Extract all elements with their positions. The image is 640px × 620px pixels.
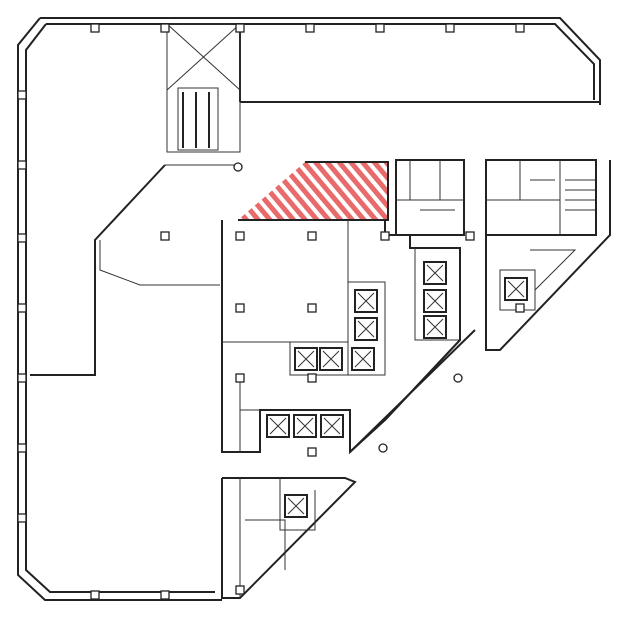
elevator-icon — [320, 414, 344, 438]
column-icon — [465, 231, 475, 241]
escalator-icon — [166, 23, 241, 153]
column-icon — [17, 513, 27, 523]
elevator-icon — [354, 317, 378, 341]
column-icon — [307, 303, 317, 313]
elevator-icon — [294, 347, 318, 371]
column-icon — [17, 90, 27, 100]
elevator-icon — [293, 414, 317, 438]
column-icon — [233, 162, 243, 172]
column-icon — [453, 373, 463, 383]
elevator-icon — [423, 289, 447, 313]
column-icon — [515, 23, 525, 33]
round-columns — [233, 162, 463, 453]
elevator-icon — [351, 347, 375, 371]
elevator-icon — [354, 289, 378, 313]
elevator-icon — [423, 261, 447, 285]
column-icon — [378, 443, 388, 453]
column-icon — [160, 23, 170, 33]
elevator-icon — [266, 414, 290, 438]
central-core — [221, 220, 476, 455]
lobby-walls — [30, 164, 240, 376]
elevator-icon — [319, 347, 343, 371]
column-icon — [235, 585, 245, 595]
restrooms — [395, 159, 597, 236]
column-icon — [17, 443, 27, 453]
column-icon — [235, 303, 245, 313]
column-icon — [235, 373, 245, 383]
elevator-icon — [423, 315, 447, 339]
column-icon — [515, 303, 525, 313]
column-icon — [307, 373, 317, 383]
column-icon — [235, 231, 245, 241]
east-wing — [485, 160, 611, 351]
column-icon — [17, 160, 27, 170]
column-icon — [90, 23, 100, 33]
column-icon — [307, 447, 317, 457]
column-icon — [305, 23, 315, 33]
column-icon — [160, 231, 170, 241]
column-icon — [160, 590, 170, 600]
south-wing — [221, 477, 357, 599]
column-group — [17, 23, 525, 600]
column-icon — [17, 303, 27, 313]
column-icon — [235, 23, 245, 33]
column-icon — [375, 23, 385, 33]
column-icon — [380, 231, 390, 241]
column-icon — [17, 233, 27, 243]
column-icon — [17, 373, 27, 383]
column-icon — [445, 23, 455, 33]
elevator-group — [266, 261, 528, 518]
elevator-icon — [504, 277, 528, 301]
highlighted-area — [238, 162, 388, 220]
column-icon — [307, 231, 317, 241]
column-icon — [90, 590, 100, 600]
elevator-icon — [284, 494, 308, 518]
